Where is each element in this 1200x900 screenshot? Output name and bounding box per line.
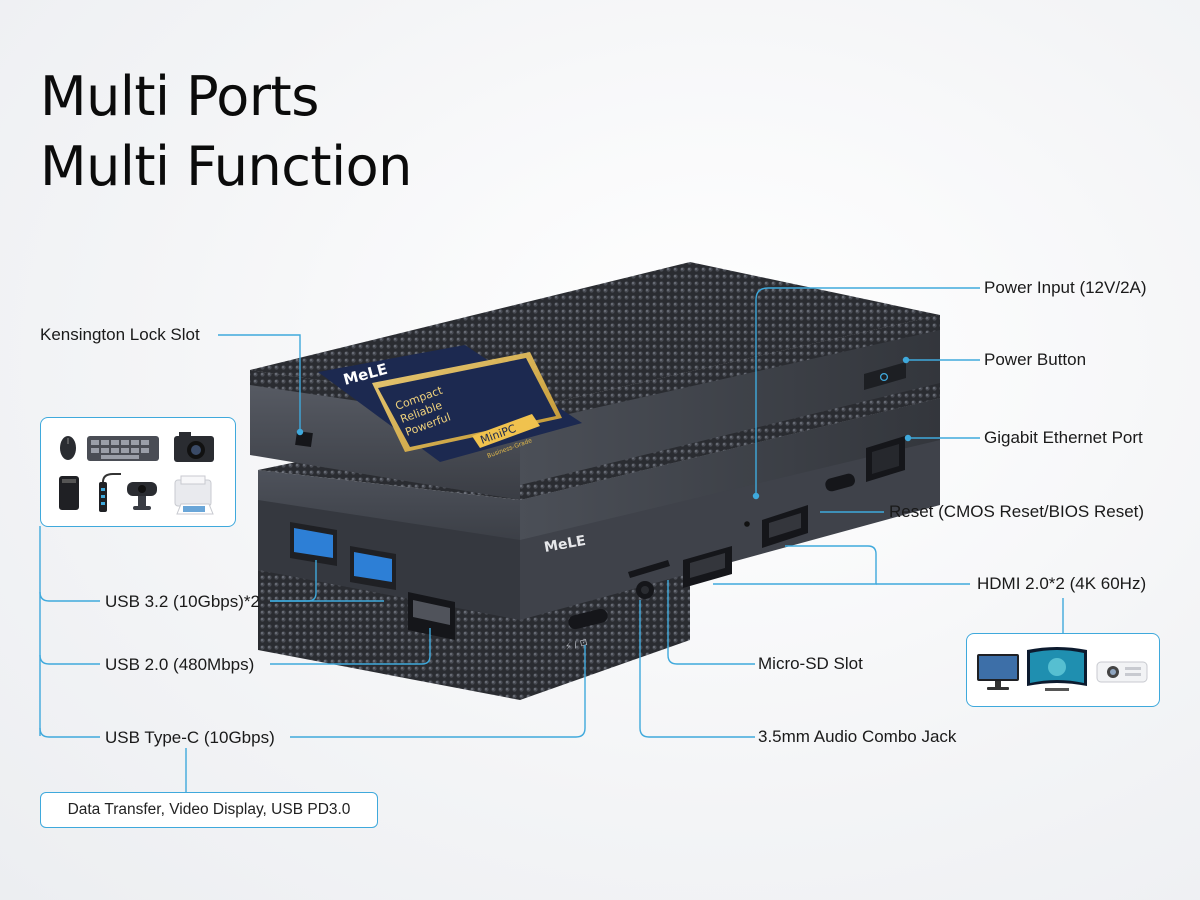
reset-pinhole bbox=[744, 521, 750, 527]
camera-icon bbox=[174, 432, 214, 462]
projector-icon bbox=[1096, 661, 1148, 683]
label-usb32: USB 3.2 (10Gbps)*2 bbox=[105, 592, 260, 611]
sticker: MeLE Compact Reliable Powerful MiniPC Bu… bbox=[318, 345, 582, 462]
bottom-unit-ports: ⚡ / ⊡ MeLE bbox=[290, 436, 905, 653]
label-microsd-slot: Micro-SD Slot bbox=[758, 654, 863, 673]
usb-hub-icon bbox=[99, 473, 121, 512]
label-reset: Reset (CMOS Reset/BIOS Reset) bbox=[889, 502, 1145, 521]
usb32-port-2 bbox=[350, 546, 396, 590]
bottom-logo: MeLE bbox=[543, 533, 587, 556]
monitor-icon bbox=[977, 654, 1019, 690]
usb-devices-box bbox=[40, 417, 236, 527]
displays-box bbox=[966, 633, 1160, 707]
label-kensington-lock-slot: Kensington Lock Slot bbox=[40, 325, 200, 344]
headline-line-1: Multi Ports bbox=[40, 65, 319, 128]
curved-tv-icon bbox=[1027, 647, 1087, 691]
keyboard-icon bbox=[87, 436, 159, 461]
dc-input bbox=[825, 473, 855, 492]
label-hdmi: HDMI 2.0*2 (4K 60Hz) bbox=[977, 574, 1147, 593]
power-button-shape bbox=[864, 362, 906, 390]
mouse-icon bbox=[60, 436, 76, 460]
label-power-input: Power Input (12V/2A) bbox=[984, 278, 1147, 297]
label-audio-jack: 3.5mm Audio Combo Jack bbox=[758, 727, 957, 746]
microsd-slot bbox=[628, 560, 670, 578]
label-usb-typec: USB Type-C (10Gbps) bbox=[105, 728, 275, 747]
external-drive-icon bbox=[59, 476, 79, 510]
usb32-port-1 bbox=[290, 522, 337, 566]
printer-icon bbox=[174, 475, 214, 515]
headline-line-2: Multi Function bbox=[40, 135, 412, 198]
usb20-port bbox=[408, 592, 455, 640]
label-power-button: Power Button bbox=[984, 350, 1087, 369]
label-usb20: USB 2.0 (480Mbps) bbox=[105, 655, 255, 674]
typec-features-note: Data Transfer, Video Display, USB PD3.0 bbox=[40, 792, 378, 828]
callout-lines bbox=[39, 287, 1064, 792]
webcam-icon bbox=[127, 482, 157, 510]
headline: Multi Ports Multi Function bbox=[40, 62, 412, 202]
label-gigabit-ethernet: Gigabit Ethernet Port bbox=[984, 428, 1143, 447]
typec-port bbox=[568, 608, 608, 630]
